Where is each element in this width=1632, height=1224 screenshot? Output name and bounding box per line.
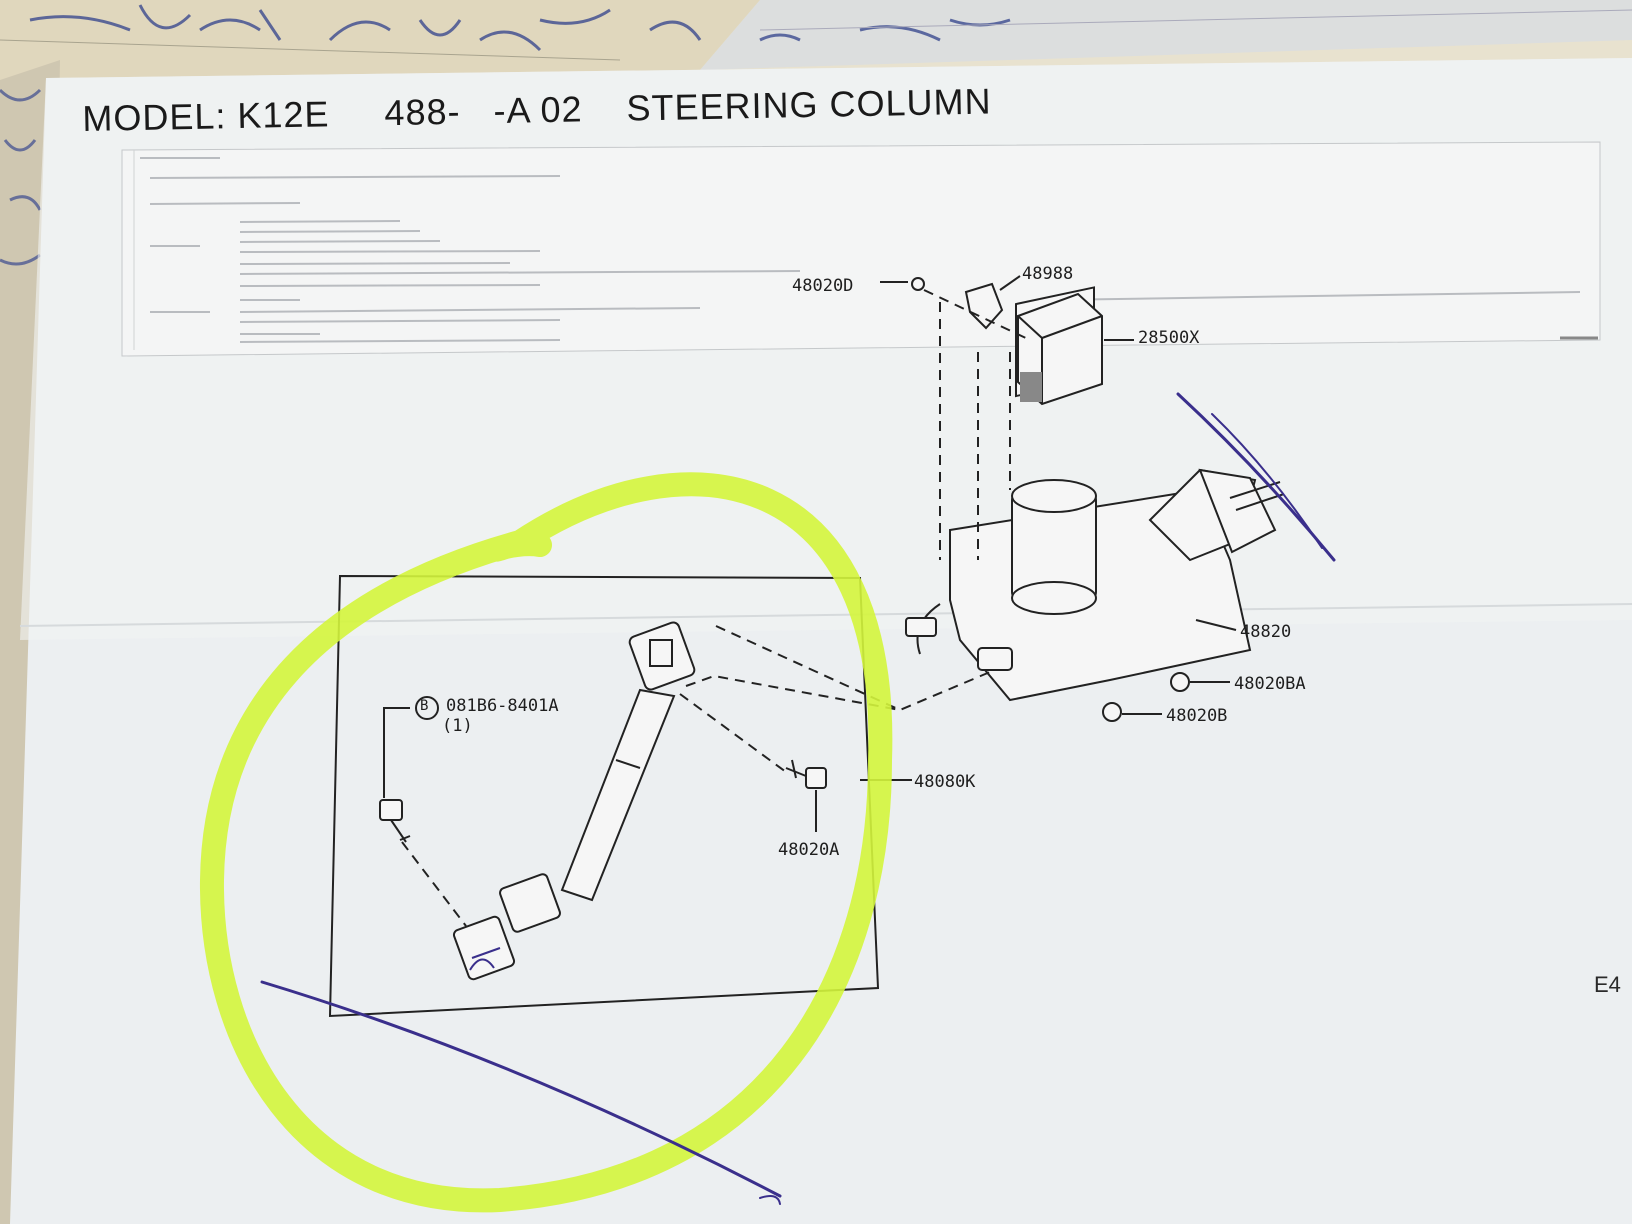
pasted-screenshot-block [121, 141, 1601, 357]
part-label-081B6-8401A: 081B6-8401A [446, 696, 559, 716]
part-qty-081B6: (1) [442, 716, 473, 736]
part-label-48820: 48820 [1240, 622, 1292, 642]
intermediate-shaft-drawing [452, 621, 696, 981]
highlighter-circle [199, 472, 893, 1213]
solid-leader-lines [383, 275, 1237, 832]
dashed-leader-lines [401, 289, 1031, 927]
bolt-48020A [785, 759, 827, 789]
steering-column-assembly [905, 286, 1285, 702]
callout-circle-B [415, 696, 439, 720]
nuts [1102, 672, 1190, 722]
pen-marks [260, 392, 1336, 1205]
bracket-48988 [911, 277, 1004, 330]
control-unit-28500X [1017, 292, 1103, 406]
part-label-48020A: 48020A [778, 840, 840, 860]
part-label-48020D: 48020D [792, 276, 854, 296]
bolt-081B6 [379, 799, 411, 843]
title-code: 488- -A 02 [384, 88, 583, 134]
title-model: MODEL: K12E [82, 93, 330, 139]
title-name: STEERING COLUMN [626, 80, 992, 129]
part-label-48020BA: 48020BA [1234, 674, 1306, 694]
part-label-48020B: 48020B [1166, 706, 1228, 726]
part-marker-B: B [420, 698, 429, 714]
part-label-48988: 48988 [1022, 264, 1074, 284]
part-label-28500X: 28500X [1138, 328, 1200, 348]
page-code: E4 [1594, 972, 1621, 997]
intermediate-shaft-box [328, 574, 880, 1018]
part-label-48080K: 48080K [914, 772, 976, 792]
